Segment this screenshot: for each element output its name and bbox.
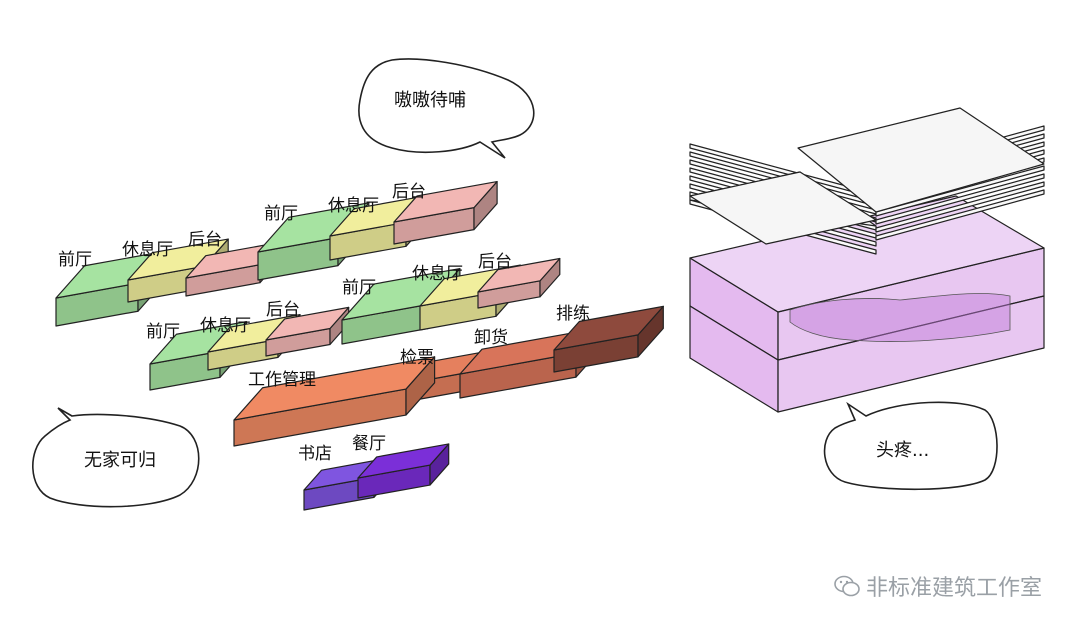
label-g3-front: 前厅 [146, 322, 180, 342]
block-g1-lounge-top-face [127, 238, 229, 281]
block-g3-lounge-top-face [207, 314, 301, 353]
podium-side-1 [777, 295, 1045, 413]
label-ticket: 检票 [400, 348, 434, 368]
label-g4-lounge: 休息厅 [412, 264, 463, 284]
bubble-top [358, 58, 535, 159]
block-g2-back [393, 180, 498, 245]
label-g1-front: 前厅 [58, 250, 92, 270]
bubble-right-text: 头疼... [876, 440, 930, 461]
label-management: 工作管理 [248, 370, 316, 390]
wechat-icon [834, 575, 860, 597]
watermark-text: 非标准建筑工作室 [865, 576, 1042, 601]
block-restaurant-top-face [357, 443, 450, 479]
block-g4-back-top-face [477, 257, 561, 293]
bubble-right [823, 401, 998, 491]
label-g4-back: 后台 [478, 252, 512, 272]
label-rehearsal: 排练 [556, 304, 590, 324]
slab-right-side-3 [875, 165, 1045, 217]
block-g3-back-top-face [265, 306, 350, 341]
label-g3-lounge: 休息厅 [200, 316, 251, 336]
block-restaurant [357, 443, 450, 499]
block-rehearsal [553, 305, 664, 373]
slab-right-top-face [797, 107, 1045, 213]
watermark: 非标准建筑工作室 [834, 570, 1042, 602]
block-rehearsal-top-face [553, 305, 664, 351]
label-g1-lounge: 休息厅 [122, 240, 173, 260]
block-g2-front-top-face [257, 202, 370, 253]
label-bookstore: 书店 [298, 444, 332, 464]
block-g4-back [477, 257, 561, 309]
label-unload: 卸货 [474, 328, 508, 348]
label-g2-lounge: 休息厅 [328, 196, 379, 216]
label-g2-back: 后台 [392, 182, 426, 202]
slab-right-side-2 [875, 173, 1045, 225]
slab-right-side-0 [875, 189, 1045, 241]
block-g4-front-top-face [341, 267, 461, 321]
block-management [233, 356, 436, 447]
label-restaurant: 餐厅 [352, 434, 386, 454]
label-g3-back: 后台 [266, 300, 300, 320]
block-management-top-face [233, 356, 436, 421]
bubble-left [32, 407, 200, 508]
bubble-top-text: 嗷嗷待哺 [394, 90, 466, 111]
block-g2-back-top-face [393, 180, 498, 223]
block-g3-front-top-face [149, 321, 247, 365]
podium-inner-volume [789, 293, 1011, 342]
label-g4-front: 前厅 [342, 278, 376, 298]
slab-right-side-1 [875, 181, 1045, 233]
building-stack [689, 107, 1045, 413]
label-g2-front: 前厅 [264, 204, 298, 224]
label-g1-back: 后台 [188, 230, 222, 250]
bubble-left-text: 无家可归 [84, 450, 156, 471]
